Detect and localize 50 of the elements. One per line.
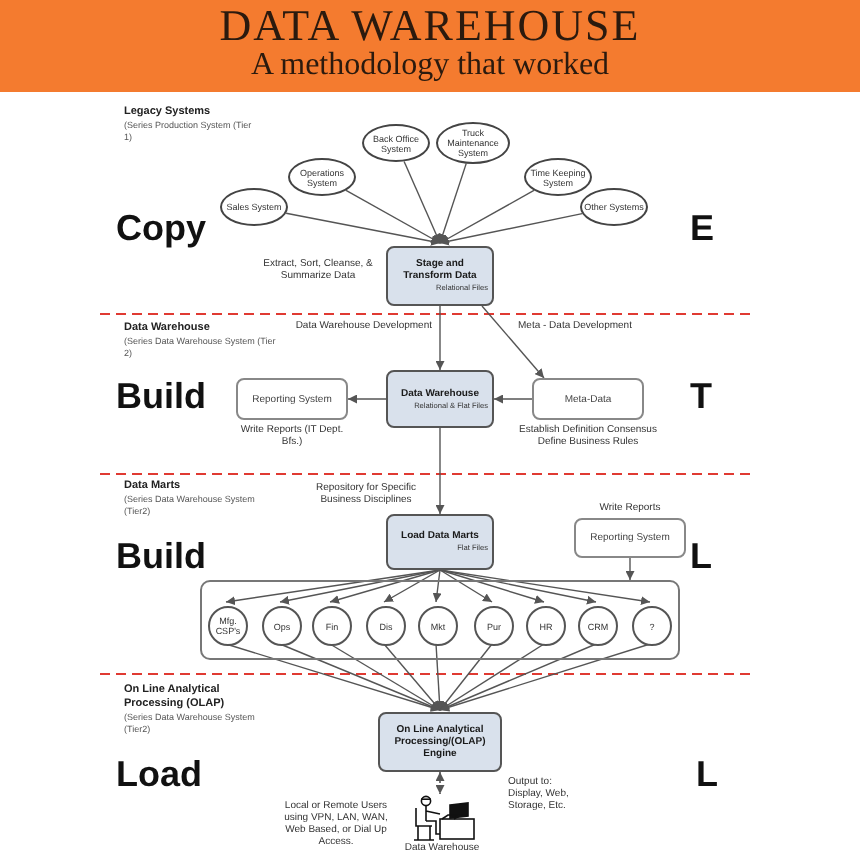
phase-label: T	[690, 376, 712, 416]
phase-label: Build	[116, 536, 206, 576]
arrow	[439, 643, 493, 711]
arrow	[438, 162, 467, 244]
double-arrow	[435, 771, 445, 795]
rounded-box	[236, 378, 348, 420]
arrow	[347, 394, 387, 404]
system-oval	[436, 122, 510, 164]
process-box	[386, 246, 494, 306]
phase-label: Build	[116, 376, 206, 416]
phase-label: E	[690, 208, 715, 248]
title: DATA WAREHOUSE	[219, 2, 641, 48]
arrow	[329, 569, 441, 604]
phase-label: Copy	[116, 208, 206, 248]
arrow	[329, 643, 441, 711]
phase-label: L	[696, 754, 718, 794]
arrow	[383, 643, 441, 711]
system-oval	[580, 188, 648, 226]
arrow	[439, 643, 545, 711]
system-oval	[288, 158, 356, 196]
system-oval	[220, 188, 288, 226]
arrow	[439, 189, 535, 244]
arrow	[435, 305, 445, 371]
arrow	[285, 212, 441, 246]
user-at-desk-drawing	[408, 794, 476, 842]
rounded-box	[574, 518, 686, 558]
process-box	[386, 514, 494, 570]
group-frame	[200, 580, 680, 660]
process-box	[386, 370, 494, 428]
process-box	[378, 712, 502, 772]
arrow	[493, 394, 533, 404]
arrow	[439, 569, 545, 604]
arrow	[481, 305, 545, 379]
arrow	[432, 569, 442, 603]
system-oval	[524, 158, 592, 196]
subtitle: A methodology that worked	[250, 48, 610, 84]
system-oval	[362, 124, 430, 162]
arrow	[345, 189, 441, 244]
arrow	[439, 569, 651, 606]
arrow	[439, 643, 597, 711]
phase-label: Load	[116, 754, 202, 794]
arrow	[439, 212, 583, 246]
arrow	[435, 427, 445, 515]
rounded-box	[532, 378, 644, 420]
arrow	[625, 557, 635, 581]
arrow	[439, 569, 597, 605]
arrow	[439, 569, 493, 603]
phase-label: L	[690, 536, 712, 576]
arrow	[434, 643, 444, 711]
arrow	[383, 569, 441, 603]
